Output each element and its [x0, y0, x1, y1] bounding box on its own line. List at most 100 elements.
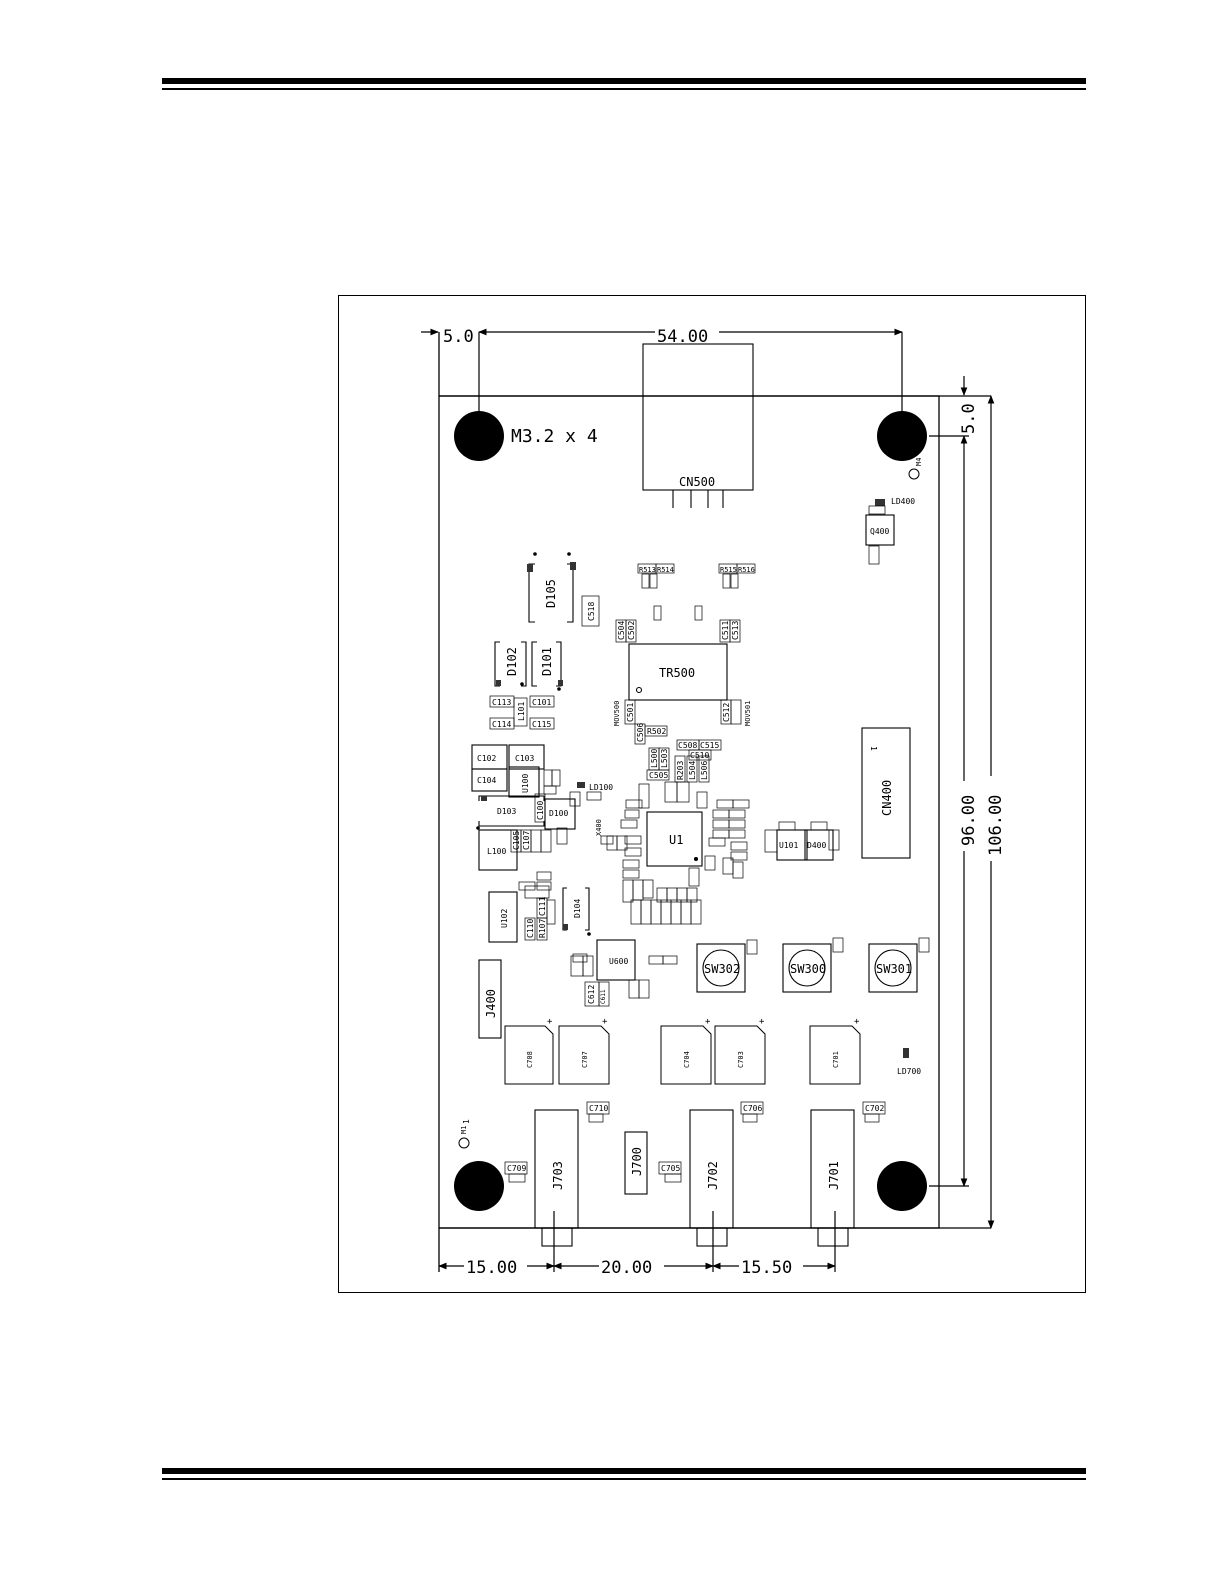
label-C701: C701 [832, 1051, 840, 1068]
header-rule-thin [162, 88, 1086, 90]
mount-note: M3.2 x 4 [511, 426, 598, 447]
label-Q400: Q400 [870, 527, 889, 536]
label-CN500: CN500 [679, 475, 715, 489]
u600-body [596, 939, 636, 981]
dim-bottom-a: 15.00 [466, 1258, 517, 1278]
mounting-hole-top-right [877, 411, 927, 461]
tr500-body [628, 643, 728, 701]
dim-right-total: 106.00 [986, 795, 1006, 856]
label-U600: U600 [609, 957, 628, 966]
label-C102: C102 [477, 754, 496, 763]
label-D103: D103 [497, 807, 516, 816]
label-C709: C709 [507, 1164, 526, 1173]
label-R515: R515 [720, 566, 737, 574]
label-C501: C501 [626, 703, 635, 722]
dimension-right [929, 376, 995, 1229]
dim-bottom-c: 15.50 [741, 1258, 792, 1278]
label-D102: D102 [505, 647, 519, 676]
label-C611: C611 [600, 989, 607, 1004]
electrolytic-caps [504, 1025, 861, 1085]
footer-rule-thin [162, 1478, 1086, 1480]
label-L506: L506 [700, 761, 709, 780]
label-CN400: CN400 [880, 780, 894, 816]
label-D400: D400 [807, 841, 826, 850]
label-J400: J400 [484, 989, 498, 1018]
label-X400: X400 [595, 819, 603, 836]
svg-text:+: + [705, 1017, 711, 1027]
label-C512: C512 [722, 703, 731, 722]
label-M1: M1 [460, 1126, 468, 1134]
label-L504: L504 [688, 761, 697, 780]
label-C505: C505 [649, 771, 668, 780]
label-C502: C502 [627, 621, 636, 640]
label-C518: C518 [587, 602, 596, 621]
sw302-body [696, 943, 746, 993]
label-C506: C506 [636, 723, 645, 742]
label-J702: J702 [706, 1161, 720, 1190]
fiducial-m1 [458, 1137, 470, 1149]
smd-pads [489, 505, 930, 1183]
label-C510: C510 [690, 751, 709, 760]
sw300-body [782, 943, 832, 993]
label-SW300: SW300 [790, 962, 826, 976]
cn400-body [861, 727, 911, 859]
header-rule-thick [162, 78, 1086, 84]
label-C508: C508 [678, 741, 697, 750]
mounting-hole-bottom-left [454, 1161, 504, 1211]
label-TR500: TR500 [659, 666, 695, 680]
label-C111: C111 [538, 897, 547, 916]
label-J701: J701 [827, 1161, 841, 1190]
label-L101: L101 [517, 702, 526, 721]
label-D105: D105 [544, 579, 558, 608]
label-SW302: SW302 [704, 962, 740, 976]
label-C513: C513 [731, 621, 740, 640]
label-MOV500: MOV500 [613, 701, 621, 726]
label-C710: C710 [589, 1104, 608, 1113]
svg-text:+: + [759, 1017, 765, 1027]
label-C706: C706 [743, 1104, 762, 1113]
u1-body [646, 811, 703, 867]
label-C707: C707 [581, 1051, 589, 1068]
dim-top-offset: 5.0 [443, 327, 474, 347]
label-D101: D101 [540, 647, 554, 676]
cn500-body [642, 343, 754, 491]
label-D100: D100 [549, 809, 568, 818]
label-C704: C704 [683, 1051, 691, 1068]
mounting-hole-top-left [454, 411, 504, 461]
fiducial-m4 [908, 468, 920, 480]
svg-text:+: + [854, 1017, 860, 1027]
label-D104: D104 [573, 899, 582, 918]
label-C702: C702 [865, 1104, 884, 1113]
dim-right-inner: 96.00 [959, 795, 979, 846]
label-C113: C113 [492, 698, 511, 707]
label-R502: R502 [647, 727, 666, 736]
label-C104: C104 [477, 776, 496, 785]
label-J700: J700 [630, 1147, 644, 1176]
mounting-hole-bottom-right [877, 1161, 927, 1211]
label-U1: U1 [669, 833, 683, 847]
label-C612: C612 [587, 985, 596, 1004]
dim-right-offset: 5.0 [959, 403, 979, 434]
label-C105: C105 [512, 831, 521, 850]
label-R514: R514 [657, 566, 674, 574]
label-L100: L100 [487, 847, 506, 856]
label-R516: R516 [738, 566, 755, 574]
label-R513: R513 [639, 566, 656, 574]
label-U102: U102 [500, 909, 509, 928]
label-C110: C110 [526, 919, 535, 938]
label-C103: C103 [515, 754, 534, 763]
label-C114: C114 [492, 720, 511, 729]
label-C705: C705 [661, 1164, 680, 1173]
pcb-assembly-drawing: 5.0 54.00 5.0 96.00 106.00 15.00 20.00 1… [421, 327, 1006, 1278]
svg-text:+: + [547, 1017, 553, 1027]
j700-body [624, 1131, 648, 1195]
label-R107: R107 [538, 919, 547, 938]
dimension-bottom [438, 1211, 836, 1272]
drawing-frame: 5.0 54.00 5.0 96.00 106.00 15.00 20.00 1… [338, 295, 1086, 1293]
u100-body [508, 766, 540, 798]
label-C504: C504 [617, 621, 626, 640]
label-C107: C107 [522, 831, 531, 850]
label-LD700: LD700 [897, 1067, 921, 1076]
l100-body [478, 829, 518, 871]
label-C703: C703 [737, 1051, 745, 1068]
